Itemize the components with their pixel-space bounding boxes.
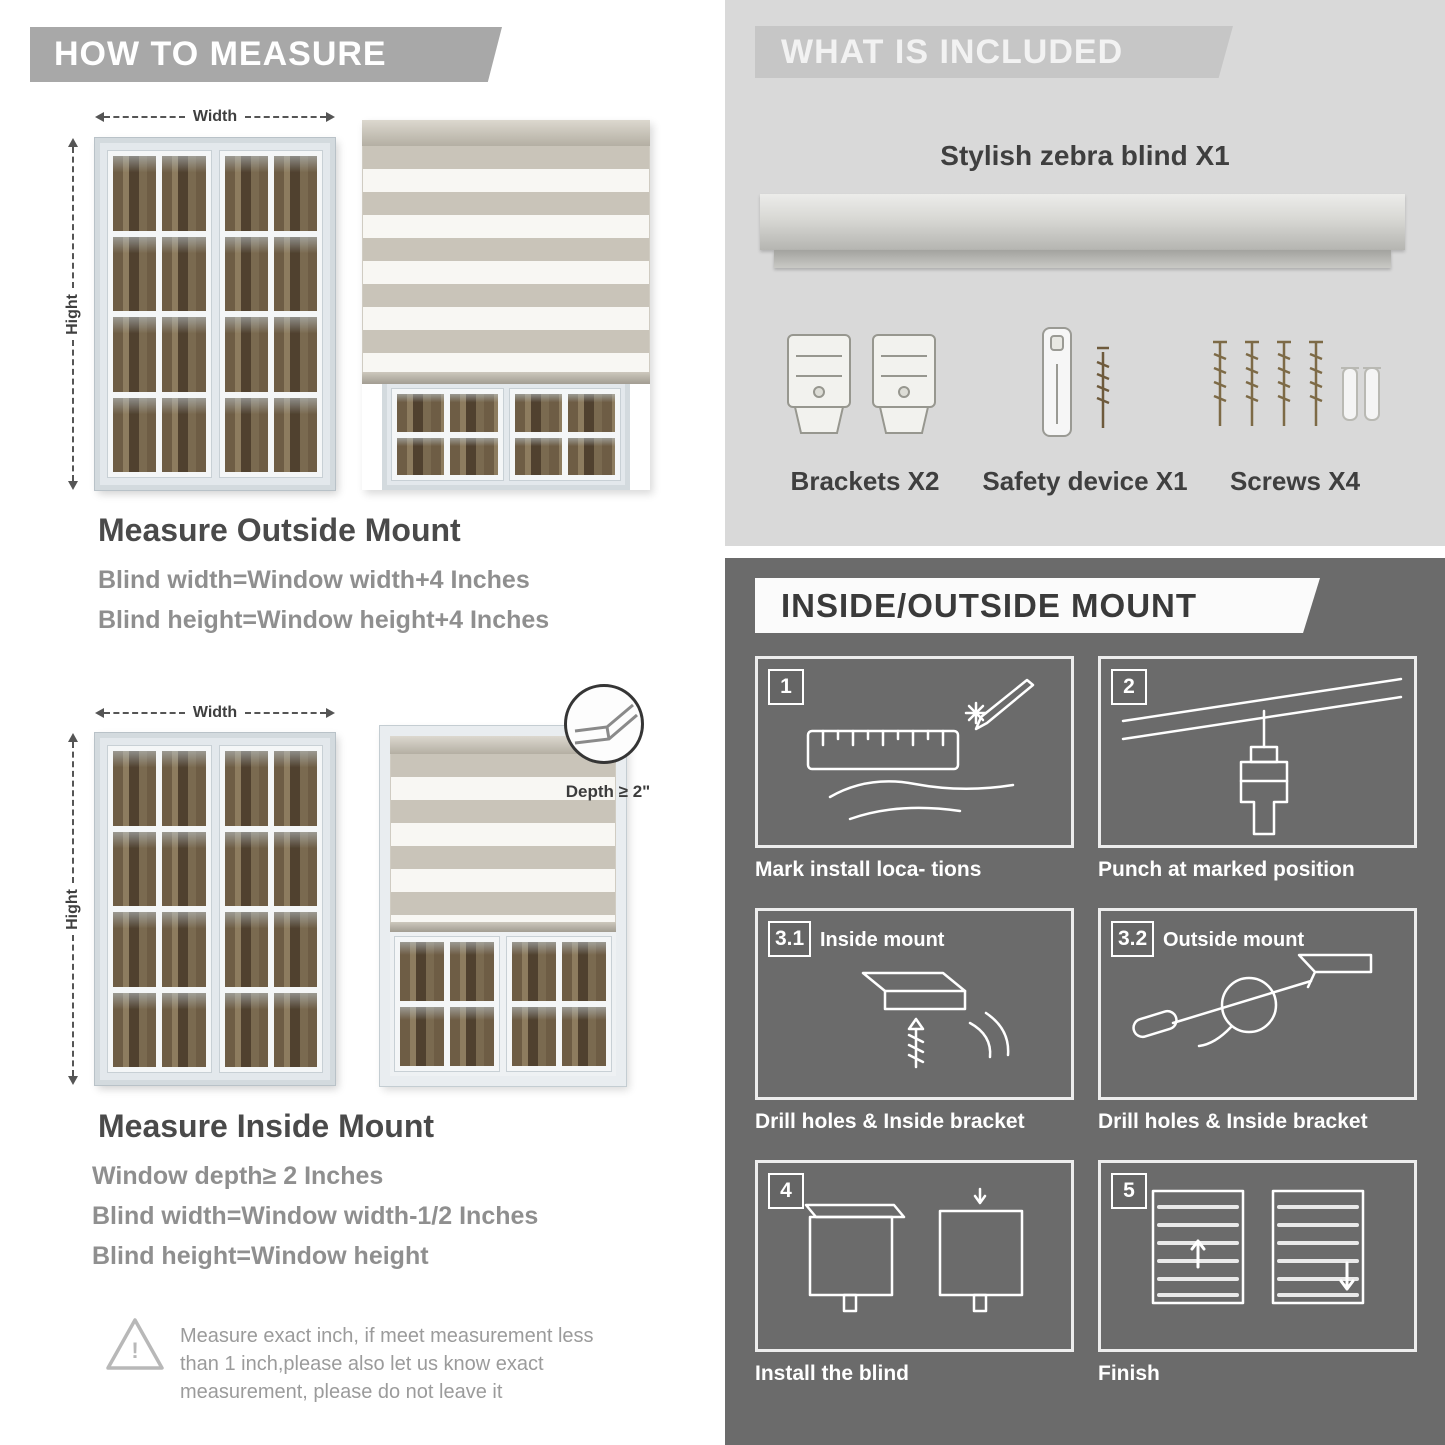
arrow-right-icon bbox=[326, 708, 335, 718]
what-is-included-section: WHAT IS INCLUDED Stylish zebra blind X1 bbox=[725, 0, 1445, 546]
inside-height-formula: Blind height=Window height bbox=[92, 1242, 429, 1270]
step-4-caption: Install the blind bbox=[755, 1362, 910, 1385]
safety-device-icon bbox=[1025, 324, 1135, 451]
outside-bracket-illustration bbox=[1132, 953, 1373, 1048]
step-3-1-panel: 3.1 Inside mount bbox=[755, 908, 1074, 1100]
inside-mount-title: Measure Inside Mount bbox=[98, 1108, 435, 1144]
arrow-up-icon bbox=[68, 138, 78, 147]
height-arrow: Hight bbox=[62, 138, 84, 490]
right-column: WHAT IS INCLUDED Stylish zebra blind X1 bbox=[725, 0, 1445, 1445]
headrail-illustration bbox=[760, 194, 1405, 268]
how-to-measure-header: HOW TO MEASURE bbox=[30, 27, 502, 82]
mark-locations-illustration bbox=[806, 678, 1035, 821]
inside-depth-rule: Window depth≥ 2 Inches bbox=[92, 1162, 384, 1190]
step-3-2-badge: 3.2 bbox=[1111, 921, 1155, 957]
drill-illustration bbox=[1121, 677, 1403, 836]
step-5-badge: 5 bbox=[1111, 1173, 1147, 1209]
step-2-badge: 2 bbox=[1111, 669, 1147, 705]
warning-icon: ! bbox=[103, 1314, 167, 1376]
width-label: Width bbox=[192, 704, 238, 721]
zebra-shade bbox=[390, 754, 616, 922]
zebra-blind-label: Stylish zebra blind X1 bbox=[940, 140, 1230, 171]
step-1: 1 bbox=[755, 656, 1074, 884]
arrow-left-icon bbox=[95, 112, 104, 122]
height-label: Hight bbox=[64, 888, 81, 930]
brackets-icon bbox=[783, 330, 943, 450]
step-3-2-panel: 3.2 Outside mount bbox=[1098, 908, 1417, 1100]
outside-width-formula: Blind width=Window width+4 Inches bbox=[98, 566, 530, 594]
mount-steps-grid: 1 bbox=[755, 656, 1417, 1388]
step-3-2-caption: Drill holes & Inside bracket bbox=[1098, 1110, 1368, 1133]
step-4-panel: 4 bbox=[755, 1160, 1074, 1352]
height-arrow: Hight bbox=[62, 733, 84, 1085]
step-4-badge: 4 bbox=[768, 1173, 804, 1209]
step-2-caption: Punch at marked position bbox=[1098, 858, 1355, 881]
blind-inside-illustration bbox=[379, 725, 627, 1087]
step-3-1-caption: Drill holes & Inside bracket bbox=[755, 1110, 1025, 1133]
blind-headrail bbox=[390, 736, 616, 754]
what-is-included-header: WHAT IS INCLUDED bbox=[755, 26, 1233, 78]
step-1-badge: 1 bbox=[768, 669, 804, 705]
step-3-2: 3.2 Outside mount Drill holes & In bbox=[1098, 908, 1417, 1136]
inside-bracket-illustration bbox=[861, 971, 1010, 1069]
mount-instructions-section: INSIDE/OUTSIDE MOUNT 1 bbox=[725, 558, 1445, 1445]
step-1-panel: 1 bbox=[755, 656, 1074, 848]
arrow-right-icon bbox=[326, 112, 335, 122]
arrow-down-icon bbox=[68, 481, 78, 490]
step-5: 5 bbox=[1098, 1160, 1417, 1388]
screws-label: Screws X4 bbox=[1229, 466, 1361, 496]
step-2: 2 Punch at marked position bbox=[1098, 656, 1417, 884]
step-3-2-title: Outside mount bbox=[1163, 929, 1305, 951]
step-5-caption: Finish bbox=[1098, 1362, 1160, 1385]
step-3-1-badge: 3.1 bbox=[768, 921, 812, 957]
depth-detail-icon bbox=[564, 684, 644, 764]
width-label: Width bbox=[192, 108, 238, 125]
mount-header: INSIDE/OUTSIDE MOUNT bbox=[755, 578, 1320, 633]
depth-note: Depth ≥ 2" bbox=[565, 782, 651, 801]
step-5-panel: 5 bbox=[1098, 1160, 1417, 1352]
step-4: 4 Install the blind bbox=[755, 1160, 1074, 1388]
warning-text: Measure exact inch, if meet measurement … bbox=[180, 1325, 594, 1403]
outside-mount-title: Measure Outside Mount bbox=[98, 512, 461, 548]
step-3-1-title: Inside mount bbox=[820, 929, 945, 951]
blind-bottomrail bbox=[390, 922, 616, 932]
height-label: Hight bbox=[64, 293, 81, 335]
blind-bottomrail bbox=[362, 372, 650, 384]
install-blind-illustration bbox=[804, 1187, 1024, 1313]
width-arrow: Width bbox=[95, 702, 335, 724]
step-2-panel: 2 bbox=[1098, 656, 1417, 848]
blind-outside-illustration bbox=[362, 120, 650, 490]
warning-glyph: ! bbox=[131, 1338, 139, 1363]
screws-icon bbox=[1205, 330, 1385, 447]
window-under-blind bbox=[382, 384, 630, 490]
window-illustration-outside bbox=[95, 138, 335, 490]
arrow-up-icon bbox=[68, 733, 78, 742]
step-3-1: 3.1 Inside mount Dri bbox=[755, 908, 1074, 1136]
zebra-shade bbox=[362, 146, 650, 372]
outside-height-formula: Blind height=Window height+4 Inches bbox=[98, 606, 550, 634]
brackets-label: Brackets X2 bbox=[790, 466, 940, 496]
safety-device-label: Safety device X1 bbox=[982, 466, 1188, 496]
step-1-caption: Mark install loca- tions bbox=[755, 858, 982, 881]
arrow-down-icon bbox=[68, 1076, 78, 1085]
inside-width-formula: Blind width=Window width-1/2 Inches bbox=[92, 1202, 539, 1230]
finish-illustration bbox=[1151, 1189, 1365, 1305]
window-under-blind bbox=[390, 932, 616, 1076]
window-illustration-inside bbox=[95, 733, 335, 1085]
how-to-measure-section: HOW TO MEASURE Width Hight bbox=[30, 27, 651, 1403]
blind-headrail bbox=[362, 120, 650, 146]
width-arrow: Width bbox=[95, 106, 335, 128]
arrow-left-icon bbox=[95, 708, 104, 718]
